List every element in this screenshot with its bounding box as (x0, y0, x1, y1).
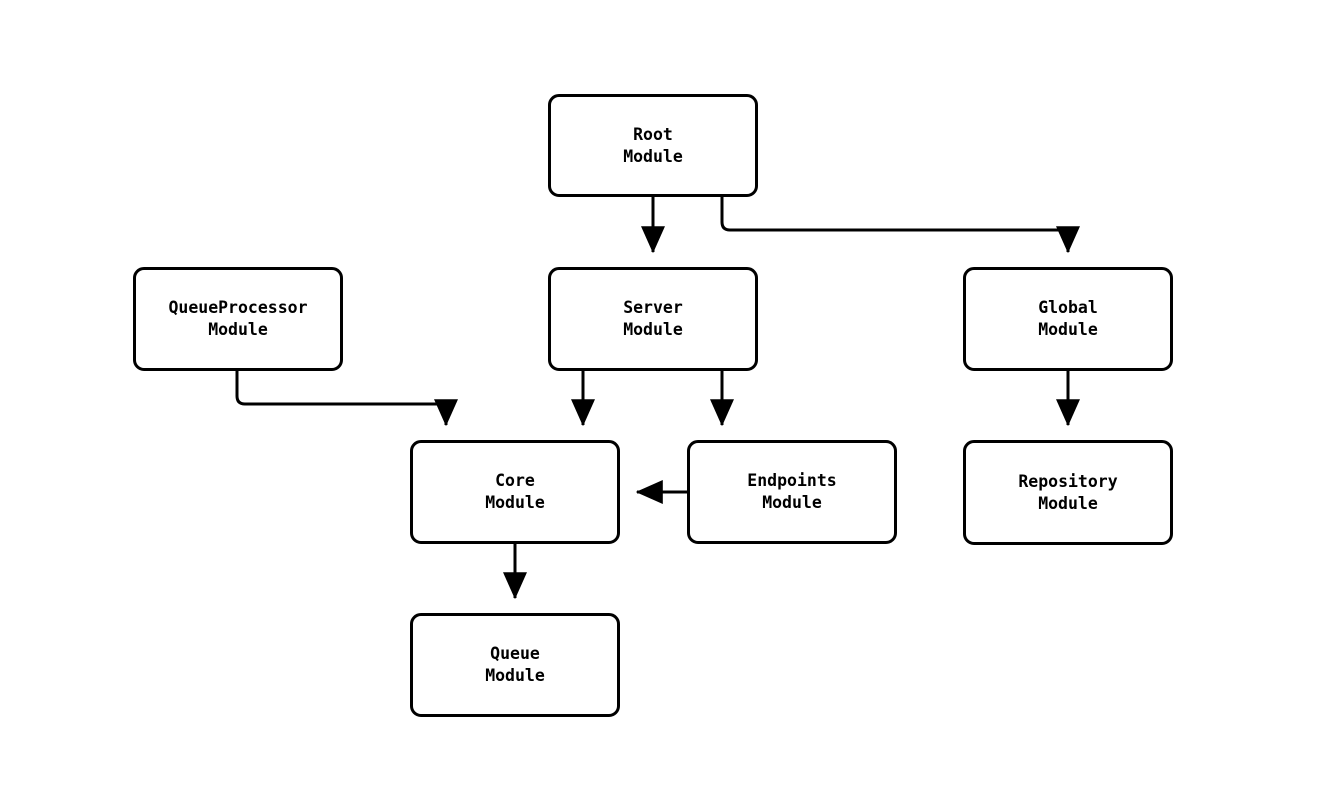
node-endpoints-module[interactable]: Endpoints Module (687, 440, 897, 544)
node-repository-module-label: Repository Module (1018, 471, 1118, 513)
node-root-module-label: Root Module (623, 124, 683, 166)
node-queue-module[interactable]: Queue Module (410, 613, 620, 717)
node-endpoints-module-label: Endpoints Module (747, 471, 837, 512)
node-global-module-label: Global Module (1038, 298, 1098, 339)
node-repository-module[interactable]: Repository Module (963, 440, 1173, 545)
node-global-module[interactable]: Global Module (963, 267, 1173, 371)
node-core-module-label: Core Module (485, 471, 545, 512)
node-core-module[interactable]: Core Module (410, 440, 620, 544)
edge-root-global (720, 197, 1080, 254)
edge-queueprocessor-core (235, 371, 458, 427)
node-root-module[interactable]: Root Module (548, 94, 758, 197)
node-queue-module-label: Queue Module (485, 644, 545, 685)
node-queueprocessor-module-label: QueueProcessor Module (168, 298, 308, 339)
node-queueprocessor-module[interactable]: QueueProcessor Module (133, 267, 343, 371)
node-server-module[interactable]: Server Module (548, 267, 758, 371)
node-server-module-label: Server Module (623, 298, 683, 339)
